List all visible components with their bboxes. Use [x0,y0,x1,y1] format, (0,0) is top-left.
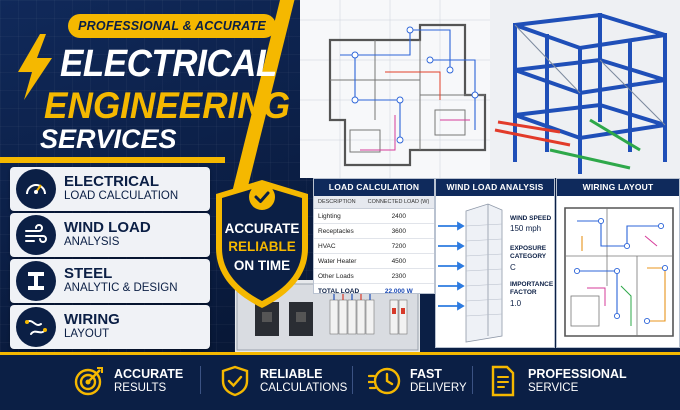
row-load: 3600 [363,223,434,239]
divider [352,366,353,394]
row-load: 2400 [363,208,434,224]
importance-label: IMPORTANCE [510,281,554,288]
importance-value: 1.0 [510,299,522,308]
wind-speed-value: 150 mph [510,224,542,233]
row-description: Water Heater [314,253,364,269]
document-icon [486,364,520,398]
badge-line-3: ON TIME [233,258,291,273]
feature-fast: FAST DELIVERY [368,358,467,404]
row-load: 7200 [363,238,434,254]
card-heading: WIRING LAYOUT [557,179,679,196]
feature-subtitle: DELIVERY [410,382,467,394]
target-icon [72,364,106,398]
service-item-wind-load: WIND LOAD ANALYSIS [10,213,210,257]
card-heading: WIND LOAD ANALYSIS [436,179,554,196]
service-item-electrical: ELECTRICAL LOAD CALCULATION [10,167,210,211]
service-title: WIRING [64,311,120,328]
row-description: Receptacles [314,223,364,239]
row-load: 4500 [363,253,434,269]
feature-title: RELIABLE [260,367,323,381]
divider [472,366,473,394]
wind-icon [16,215,56,255]
steel-structure-model [490,0,680,178]
column-header: CONNECTED LOAD (W) [363,196,434,209]
service-subtitle: LAYOUT [64,328,110,340]
divider [200,366,201,394]
service-subtitle: LOAD CALCULATION [64,190,179,202]
row-description: HVAC [314,238,364,254]
title-line-3: SERVICES [40,124,177,154]
feature-subtitle: RESULTS [114,382,167,394]
service-subtitle: ANALYSIS [64,236,120,248]
wiring-plan-drawing [564,207,674,337]
service-title: STEEL [64,265,113,282]
feature-reliable: RELIABLE CALCULATIONS [218,358,347,404]
divider-bar [0,157,225,163]
wind-load-card: WIND LOAD ANALYSIS WIND SPEED 150 mph EX… [435,178,555,348]
gauge-icon [16,169,56,209]
shield-check-icon [218,364,252,398]
row-description: Other Loads [314,268,364,284]
importance-label-line-2: FACTOR [510,289,537,296]
lightning-bolt-icon [18,34,52,100]
quality-shield [216,180,308,308]
feature-title: ACCURATE [114,367,184,381]
card-heading: LOAD CALCULATION [314,179,434,196]
total-label: TOTAL LOAD [314,283,364,293]
exposure-value: C [510,263,516,272]
feature-subtitle: CALCULATIONS [260,382,348,394]
features-bar [0,352,680,410]
row-description: Lighting [314,208,364,224]
building-wind-diagram [438,203,503,343]
load-calculation-card: LOAD CALCULATION DESCRIPTION CONNECTED L… [313,178,435,294]
badge-line-2: RELIABLE [228,239,296,254]
feature-title: FAST [410,367,442,381]
clock-icon [368,364,402,398]
service-subtitle: ANALYTIC & DESIGN [64,282,178,294]
total-value: 22,000 W [363,283,434,293]
table-header-row: DESCRIPTION CONNECTED LOAD (W) [314,196,434,209]
feature-subtitle: SERVICE [528,382,579,394]
service-item-wiring: WIRING LAYOUT [10,305,210,349]
title-line-2: ENGINEERING [44,85,291,126]
exposure-label: EXPOSURE [510,245,547,252]
service-title: ELECTRICAL [64,173,159,190]
service-title: WIND LOAD [64,219,151,236]
badge-line-1: ACCURATE [224,221,300,236]
wiring-icon [16,307,56,347]
column-header: DESCRIPTION [314,196,364,209]
row-load: 2300 [363,268,434,284]
title-line-1: ELECTRICAL [60,43,277,85]
floor-plan-blueprint [300,0,490,178]
wind-speed-label: WIND SPEED [510,215,552,222]
checkmark-icon [249,184,275,210]
steel-beam-icon [16,261,56,301]
exposure-label-line-2: CATEGORY [510,253,547,260]
feature-accurate: ACCURATE RESULTS [72,358,183,404]
wiring-layout-card: WIRING LAYOUT [556,178,680,348]
feature-professional: PROFESSIONAL SERVICE [486,358,627,404]
service-item-steel: STEEL ANALYTIC & DESIGN [10,259,210,303]
feature-title: PROFESSIONAL [528,367,627,381]
tagline-pill: PROFESSIONAL & ACCURATE [68,14,276,38]
